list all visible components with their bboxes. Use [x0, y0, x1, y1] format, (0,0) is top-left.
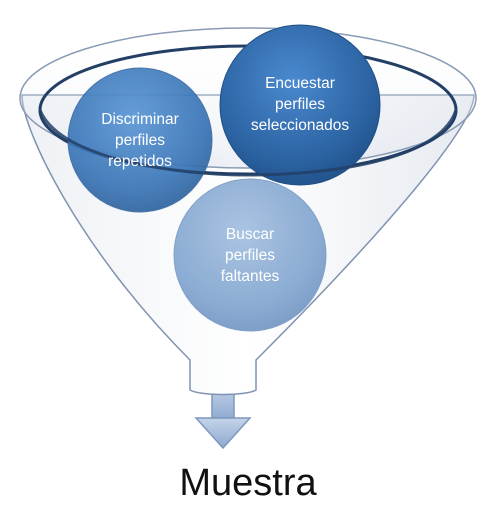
- circle-discriminar: [67, 67, 213, 213]
- circle-encuestar: [219, 24, 381, 186]
- circle-buscar: [173, 178, 327, 332]
- funnel-rim-front: [38, 109, 458, 177]
- output-label: Muestra: [179, 462, 317, 504]
